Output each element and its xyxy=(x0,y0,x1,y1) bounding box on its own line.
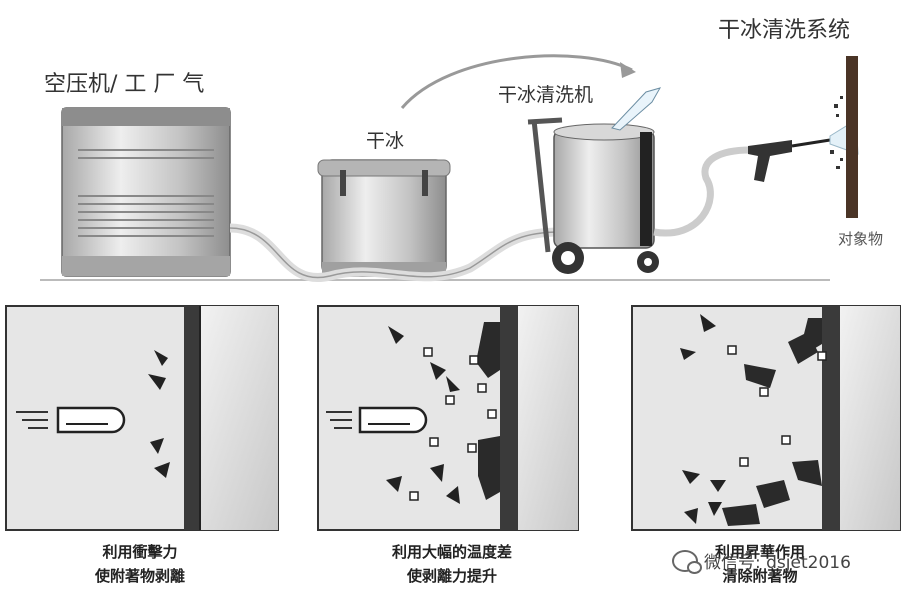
panel-2-caption-line2: 使剥離力提升 xyxy=(406,567,497,585)
panel-3-caption-line2: 清除附著物 xyxy=(722,567,798,585)
wechat-icon xyxy=(672,549,702,574)
object-label: 对象物 xyxy=(838,230,884,248)
panel-sublimation xyxy=(631,305,901,531)
watermark: 微信号: dsjet2016 xyxy=(672,548,851,574)
panel-thermal xyxy=(317,305,579,531)
panel-3-caption: 利用昇華作用 清除附著物 xyxy=(690,540,830,588)
system-title: 干冰清洗系统 xyxy=(718,18,851,43)
panel-1-caption: 利用衝擊力 使附著物剥離 xyxy=(52,540,228,588)
blast-gun-icon xyxy=(748,119,859,182)
panel-impact xyxy=(5,305,279,531)
blast-hose xyxy=(653,146,751,237)
debris-particles xyxy=(830,96,843,169)
process-arrow xyxy=(400,54,633,109)
target-wall xyxy=(846,56,858,218)
panel-3-caption-line1: 利用昇華作用 xyxy=(714,543,805,561)
machine-label: 干冰清洗机 xyxy=(498,84,594,106)
panel-2-caption-line1: 利用大幅的温度差 xyxy=(391,543,512,561)
panel-2-caption: 利用大幅的温度差 使剥離力提升 xyxy=(352,540,552,588)
dry-ice-label: 干冰 xyxy=(366,130,405,152)
blasting-machine-icon xyxy=(527,87,662,274)
panel-1-caption-line2: 使附著物剥離 xyxy=(94,567,185,585)
air-compressor-icon xyxy=(61,107,231,277)
watermark-text: 微信号: dsjet2016 xyxy=(704,553,851,573)
compressor-label: 空压机/ 工 厂 气 xyxy=(44,72,205,97)
dry-ice-container-icon xyxy=(317,159,451,277)
panel-1-caption-line1: 利用衝擊力 xyxy=(102,543,178,561)
